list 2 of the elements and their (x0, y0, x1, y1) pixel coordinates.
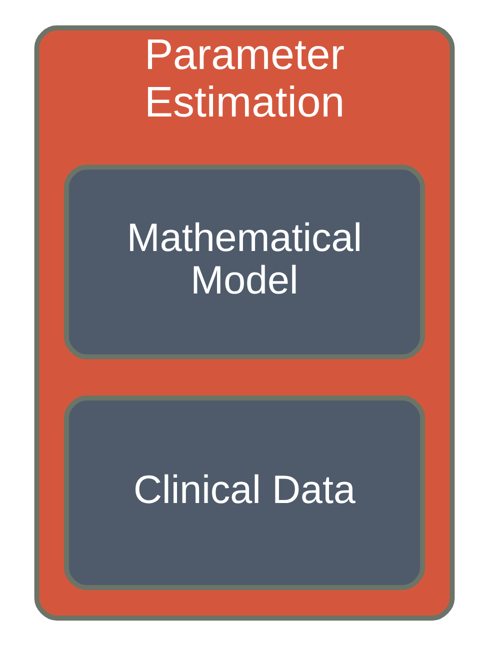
node-box: Mathematical Model (64, 164, 426, 360)
node-box: Clinical Data (64, 396, 426, 590)
